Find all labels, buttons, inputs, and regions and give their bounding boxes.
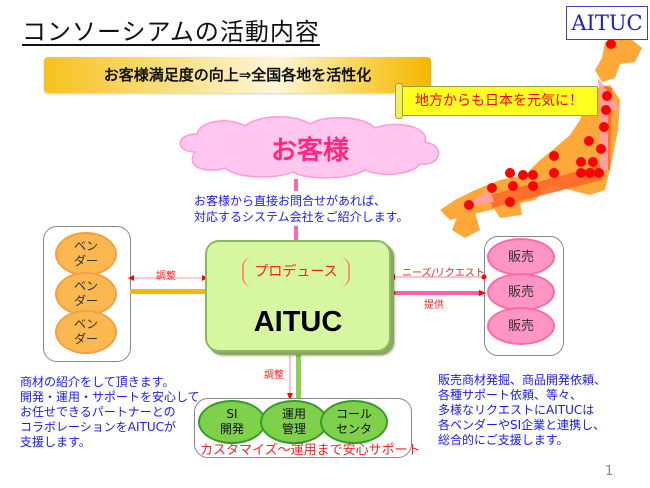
vendor-label-line2: ダー — [73, 254, 98, 268]
vendor-description-line-5: 支援します。 — [20, 435, 91, 449]
services-coordination-arrow — [287, 348, 301, 400]
vendor-label-line1: ベン — [73, 317, 98, 331]
customer-connector-top — [294, 179, 298, 191]
service-label-line1: 運用 — [281, 407, 306, 421]
sales-description-line-2: 各種サポート依頼、等々、 — [438, 388, 583, 402]
service-label-line2: 開発 — [219, 422, 244, 436]
vendor-description-line-1: 商材の紹介をして頂きます。 — [20, 375, 175, 389]
sales-description-line-3: 多様なリクエストにAITUCは — [438, 403, 595, 417]
aituc-logo-box: AITUC — [566, 6, 648, 40]
customer-cloud — [179, 116, 440, 179]
customer-note-line-1: お客様から直接お問合せがあれば、 — [194, 194, 387, 208]
goal-banner: お客様満足度の向上⇒全国各地を活性化 — [44, 57, 431, 93]
services-group — [194, 398, 412, 458]
aituc-center-label: AITUC — [253, 306, 343, 338]
vendor-item: ベンダー — [55, 272, 117, 316]
sales-description-line-1: 販売商材発掘、商品開発依頼、 — [438, 373, 607, 387]
customer-note-line-2: 対応するシステム会社をご紹介します。 — [194, 210, 409, 224]
vendor-label: ベンダー — [74, 279, 98, 309]
vendor-label-line2: ダー — [73, 332, 98, 346]
services-arrow-label: 調整 — [264, 370, 284, 381]
sales-item: 販売 — [487, 307, 555, 345]
vendor-label-line2: ダー — [73, 294, 98, 308]
customer-label: お客様 — [270, 136, 349, 166]
aituc-center-box — [205, 240, 391, 352]
vendor-description-line-4: コラボレーションをAITUCが — [20, 420, 177, 434]
vendor-label-line1: ベン — [73, 239, 98, 253]
sales-group — [484, 236, 564, 356]
service-label-line1: コール — [335, 407, 372, 421]
page-title: コンソーシアムの活動内容 — [22, 18, 320, 46]
sales-label: 販売 — [507, 249, 534, 265]
page-number: 1 — [605, 464, 614, 479]
service-label-line2: センタ — [335, 422, 372, 436]
vendor-item: ベンダー — [55, 310, 117, 354]
sales-provide-label: 提供 — [424, 300, 444, 311]
produce-label: プロデュース — [242, 257, 350, 287]
service-label-line2: 管理 — [281, 422, 306, 436]
customer-connector-bottom — [294, 226, 298, 240]
sales-item: 販売 — [487, 238, 555, 276]
service-item: コールセンタ — [320, 400, 388, 444]
vendor-label: ベンダー — [74, 239, 98, 269]
support-text: カスタマイズ～運用まで安心サポート — [200, 443, 421, 458]
sales-request-label: ニーズ/リクエスト — [402, 268, 485, 279]
vendor-arrow-label: 調整 — [156, 271, 176, 282]
sales-label: 販売 — [507, 318, 534, 334]
sales-description-line-4: 各ベンダーやSI企業と連携し、 — [438, 418, 606, 432]
japan-map-illustration — [440, 38, 642, 238]
sales-description-line-5: 総合的にご支援します。 — [438, 433, 569, 447]
service-item: 運用管理 — [260, 400, 328, 444]
sales-label: 販売 — [507, 284, 534, 300]
vendor-label: ベンダー — [74, 317, 98, 347]
service-label-line1: SI — [226, 407, 238, 421]
vendor-label-line1: ベン — [73, 279, 98, 293]
vendor-description-line-2: 開発・運用・サポートを安心して — [20, 390, 200, 404]
slogan-scroll: 地方からも日本を元気に！ — [395, 83, 598, 119]
vendor-description-line-3: お任せできるパートナーとの — [20, 405, 176, 419]
city-dots — [464, 39, 616, 210]
sales-item: 販売 — [487, 273, 555, 311]
vendor-item: ベンダー — [55, 232, 117, 276]
